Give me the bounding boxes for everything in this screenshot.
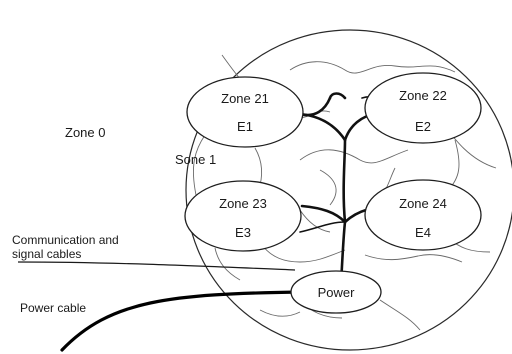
zone-23-name: Zone 23 bbox=[219, 196, 267, 211]
zone-22-name: Zone 22 bbox=[399, 88, 447, 103]
power-label: Power bbox=[318, 285, 356, 300]
power-cable-label: Power cable bbox=[20, 301, 86, 315]
power-unit: Power bbox=[290, 270, 382, 314]
communication-label-line1: Communication and bbox=[12, 233, 119, 247]
zone-23: Zone 23 E3 bbox=[184, 180, 302, 252]
zone-21-name: Zone 21 bbox=[221, 91, 269, 106]
zone-21-equipment: E1 bbox=[237, 119, 253, 134]
zone-23-equipment: E3 bbox=[235, 225, 251, 240]
zone-21: Zone 21 E1 bbox=[186, 76, 304, 148]
zone-24-equipment: E4 bbox=[415, 225, 431, 240]
power-cable-line bbox=[60, 290, 302, 352]
zone0-label: Zone 0 bbox=[65, 125, 105, 140]
zone-22: Zone 22 E2 bbox=[364, 72, 482, 144]
zone-24-name: Zone 24 bbox=[399, 196, 447, 211]
zone-22-equipment: E2 bbox=[415, 119, 431, 134]
communication-cable-line bbox=[17, 261, 296, 271]
zone-24: Zone 24 E4 bbox=[364, 179, 482, 251]
communication-label-line2: signal cables bbox=[12, 247, 81, 261]
sone1-label: Sone 1 bbox=[175, 152, 216, 167]
